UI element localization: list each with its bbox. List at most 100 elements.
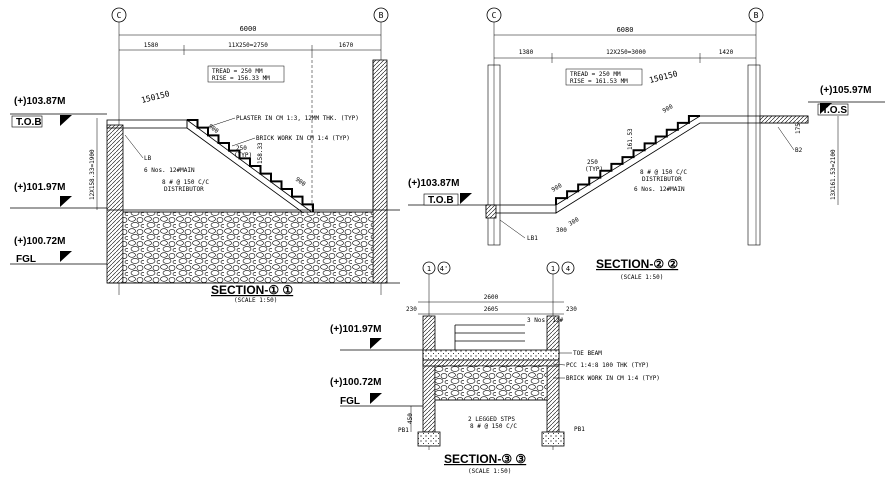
wall-left (422, 315, 436, 433)
distributor2: DISTRIBUTOR (164, 186, 204, 193)
tread-rise-box (565, 68, 643, 86)
grid-label-b: B (379, 11, 384, 20)
dim-right: 1420 (719, 49, 734, 56)
footing-right (541, 431, 565, 447)
step-tread: 250 (587, 159, 598, 166)
dim-mid: 11X250=2750 (228, 42, 268, 49)
landing-slab-bottom (485, 204, 557, 214)
note-toe: TOE BEAM (573, 350, 602, 357)
note-plaster: PLASTER IN CM 1:3, 12MM THK. (TYP) (236, 115, 359, 122)
right-small: 175 (795, 123, 802, 134)
b2-label: B2 (795, 147, 803, 154)
callout-150: 150150 (648, 69, 678, 85)
grid-label-c: C (117, 11, 122, 20)
tag-left: T.O.B (428, 195, 454, 206)
level-top: (+)103.87M (14, 96, 65, 107)
vertical-dim: 12X158.33=1900 (89, 149, 96, 200)
grid-label-1-right: 1 (551, 265, 555, 273)
wall-right (372, 59, 388, 284)
wall-right (546, 315, 560, 433)
grid-label-4-prime: 4' (440, 265, 448, 273)
dim-300b: 300 (567, 216, 580, 228)
main-bar: 6 Nos. 12#MAIN (144, 167, 195, 174)
rubble-fill (122, 211, 374, 284)
dim-450: 450 (407, 413, 414, 424)
dim-overall: 2600 (484, 294, 499, 301)
note-pcc: PCC 1:4:8 100 THK (TYP) (566, 362, 649, 369)
rubble-fill (434, 365, 548, 401)
dim-right: 1670 (339, 42, 354, 49)
pcc-layer (422, 359, 560, 367)
level-bot: (+)100.72M (330, 377, 381, 388)
note-brick: BRICK WORK IN CM 1:4 (TYP) (566, 375, 660, 382)
rise-note: RISE = 161.53 MM (570, 78, 628, 85)
section-scale: (SCALE 1:50) (234, 297, 277, 304)
section-1: C B 6000 1580 11X250=2750 1670 TREAD = 2… (10, 7, 400, 304)
step-rise: 158.33 (257, 142, 264, 164)
dim-900a: 900 (661, 103, 674, 115)
level-top: (+)105.97M (820, 85, 871, 96)
steps-profile (555, 115, 700, 205)
slab-dim2: 900 (294, 176, 307, 188)
steps-profile (187, 119, 314, 212)
step-tread: 250 (236, 145, 247, 152)
vertical-dim: 13X161.53=2100 (830, 149, 837, 200)
section-scale: (SCALE 1:50) (620, 274, 663, 281)
dim-right: 230 (566, 306, 577, 313)
main-bar: 6 Nos. 12#MAIN (634, 186, 685, 193)
tag-bot: FGL (16, 254, 36, 265)
top-landing (759, 115, 809, 124)
tread-note: TREAD = 250 MM (212, 68, 263, 75)
dim-overall: 6000 (240, 25, 257, 33)
step-typ: (TYP) (585, 166, 603, 173)
distributor: 8 # @ 150 C/C (162, 179, 209, 186)
section-scale: (SCALE 1:50) (468, 468, 511, 475)
section-3: 1 4' 1 4 2600 230 2605 230 3 Nos. 12# (+… (330, 261, 660, 475)
lb1-label: LB1 (527, 235, 538, 242)
tread-note: TREAD = 250 MM (570, 71, 621, 78)
tread-rise-box (207, 65, 285, 83)
dim-left: 1380 (519, 49, 534, 56)
step-rise: 161.53 (627, 128, 634, 150)
level-bot: (+)100.72M (14, 236, 65, 247)
pb-left: PB1 (398, 427, 409, 434)
distributor: 8 # @ 150 C/C (640, 169, 687, 176)
wall-left (106, 124, 124, 284)
lb-label: LB (144, 155, 152, 162)
callout-150: 150150 (140, 89, 170, 105)
stirrup-2: 8 # @ 150 C/C (470, 423, 517, 430)
grid-label-4: 4 (566, 265, 570, 273)
grid-label-1: 1 (427, 265, 431, 273)
section-title: SECTION-③ ③ (444, 452, 526, 466)
grid-bubble-4-prime (437, 261, 451, 275)
dim-left: 230 (406, 306, 417, 313)
dim-mid: 12X250=3000 (606, 49, 646, 56)
distributor2: DISTRIBUTOR (642, 176, 682, 183)
tag-bot: FGL (340, 396, 360, 407)
grid-bubble-4 (561, 261, 575, 275)
tag-top: T.O.S (822, 105, 847, 116)
section-2: C B 6080 1380 12X250=3000 1420 TREAD = 2… (408, 7, 885, 281)
dim-mid: 2605 (484, 306, 499, 313)
note-brick: BRICK WORK IN CM 1:4 (TYP) (256, 135, 350, 142)
pb-right: PB1 (574, 426, 585, 433)
section-title: SECTION-② ② (596, 257, 678, 271)
dim-left: 1580 (144, 42, 159, 49)
dim-900b: 900 (550, 182, 563, 194)
stirrup-1: 2 LEGGED STPS (468, 416, 515, 423)
step-typ: (TYP) (234, 152, 252, 159)
footing-left (417, 431, 441, 447)
toe-beam (422, 349, 560, 361)
tag-top: T.O.B (16, 117, 42, 128)
level-mid: (+)101.97M (330, 324, 381, 335)
dim-overall: 6080 (617, 26, 634, 34)
bar-note: 3 Nos. 12# (527, 317, 564, 324)
section-title: SECTION-① ① (211, 283, 293, 297)
level-left: (+)103.87M (408, 178, 459, 189)
grid-label-c: C (492, 11, 497, 20)
level-mid: (+)101.97M (14, 182, 65, 193)
dim-300: 300 (556, 227, 567, 234)
grid-label-b: B (754, 11, 759, 20)
rise-note: RISE = 156.33 MM (212, 75, 270, 82)
